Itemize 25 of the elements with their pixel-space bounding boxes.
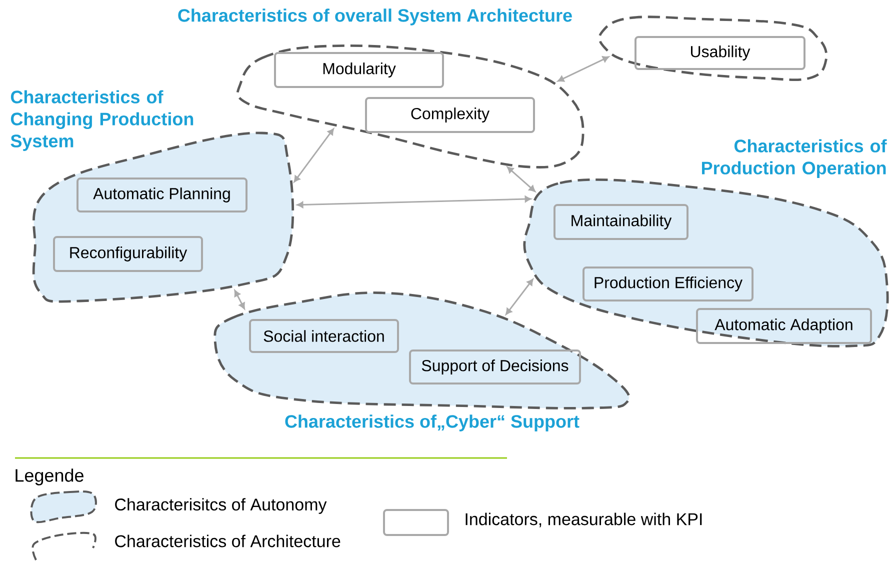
- group-heading: Characteristics of Production Operation: [702, 139, 887, 178]
- legend-text: Characteristics of Architecture: [115, 534, 340, 548]
- double-arrow: [294, 128, 334, 182]
- double-arrow: [506, 166, 536, 192]
- indicator-box: Maintainability: [554, 204, 688, 240]
- indicator-box: Usability: [634, 36, 806, 70]
- indicator-box: Production Efficiency: [582, 266, 754, 302]
- double-arrow: [296, 196, 532, 208]
- group-heading: Characteristics of„Cyber“ Support: [285, 414, 580, 432]
- legend-title: Legende: [16, 468, 84, 486]
- legend-text: Indicators, measurable with KPI: [466, 512, 702, 528]
- dashed-region: [598, 16, 828, 81]
- indicator-box: Automatic Planning: [76, 178, 248, 212]
- indicator-box: Social interaction: [249, 319, 399, 353]
- double-arrow: [558, 56, 609, 82]
- indicator-box: Automatic Adaption: [696, 308, 872, 344]
- legend-text: Characterisitcs of Autonomy: [115, 498, 327, 514]
- group-heading: Characteristics of overall System Architecture: [178, 8, 572, 26]
- group-heading: Characteristics of Changing Production System: [10, 90, 194, 151]
- indicator-box: Complexity: [365, 97, 535, 133]
- indicator-box: Modularity: [274, 52, 444, 88]
- indicator-box: Reconfigurability: [53, 236, 203, 272]
- double-arrow: [234, 290, 245, 310]
- indicator-box: Support of Decisions: [409, 350, 581, 384]
- double-arrow: [506, 278, 534, 315]
